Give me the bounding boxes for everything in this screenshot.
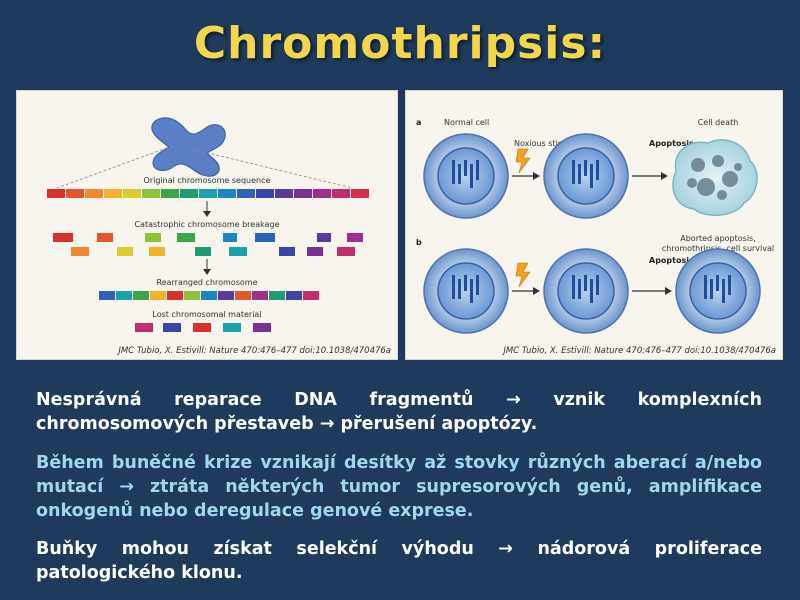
label-noxious-stimulus: Noxious stimulus	[514, 139, 582, 148]
arrow-b2	[632, 287, 672, 295]
fragment	[53, 233, 73, 242]
label-breakage: Catastrophic chromosome breakage	[134, 220, 279, 229]
fragment	[317, 233, 331, 242]
sequence-segment	[104, 189, 122, 198]
label-a: a	[416, 118, 421, 127]
dead-cell	[672, 139, 758, 216]
fragment	[145, 233, 161, 242]
chromosome-breakage-figure: Original chromosome sequence Catastrophi…	[16, 90, 398, 360]
lost-fragments	[135, 323, 271, 332]
label-apoptosis-a: Apoptosis	[649, 139, 694, 148]
sequence-segment	[142, 189, 160, 198]
original-sequence-bar	[47, 189, 369, 198]
sequence-segment	[161, 189, 179, 198]
sequence-segment	[313, 189, 331, 198]
apoptosis-diagram: a Normal cell Noxious stimulus Apoptosis…	[416, 118, 774, 334]
label-original: Original chromosome sequence	[144, 176, 271, 185]
normal-cell-b	[423, 248, 509, 334]
left-figure-credit: JMC Tubio, X. Estivill: Nature 470:476–4…	[118, 346, 391, 356]
arrow-a1	[512, 172, 540, 180]
paragraph-1: Nesprávná reparace DNA fragmentů → vznik…	[36, 390, 762, 434]
fragment	[347, 233, 363, 242]
label-normal-cell: Normal cell	[444, 118, 489, 127]
fragment	[223, 233, 237, 242]
lost-fragment	[253, 323, 271, 332]
lost-fragment	[223, 323, 241, 332]
label-aborted-1: Aborted apoptosis,	[680, 234, 756, 243]
fragment	[279, 247, 295, 256]
fragment	[337, 247, 355, 256]
sequence-segment	[256, 189, 274, 198]
sequence-segment	[123, 189, 141, 198]
fragment	[229, 247, 247, 256]
label-rearranged: Rearranged chromosome	[157, 278, 258, 287]
sequence-segment	[85, 189, 103, 198]
paragraph-3: Buňky mohou získat selekční výhodu → nád…	[36, 539, 762, 583]
label-apoptosis-b: Apoptosis	[649, 256, 694, 265]
rearranged-segment	[252, 291, 268, 300]
stressed-cell-b	[543, 248, 629, 334]
stressed-cell-a	[543, 133, 629, 219]
lightning-icon	[515, 262, 531, 288]
surviving-cell-b	[675, 248, 761, 334]
sequence-segment	[294, 189, 312, 198]
rearranged-segment	[184, 291, 200, 300]
apoptosis-figure: a Normal cell Noxious stimulus Apoptosis…	[405, 90, 783, 360]
sequence-segment	[47, 189, 65, 198]
rearranged-bar	[99, 291, 319, 300]
arrow-a2	[632, 172, 668, 180]
lost-fragment	[135, 323, 153, 332]
rearranged-segment	[167, 291, 183, 300]
lightning-icon	[515, 148, 531, 174]
rearranged-segment	[303, 291, 319, 300]
sequence-segment	[275, 189, 293, 198]
fragment	[195, 247, 211, 256]
fragment	[177, 233, 195, 242]
slide-title: Chromothripsis:	[193, 18, 607, 69]
rearranged-segment	[133, 291, 149, 300]
label-lost: Lost chromosomal material	[152, 310, 261, 319]
arrow-b1	[512, 287, 540, 295]
sequence-segment	[237, 189, 255, 198]
fragment	[255, 233, 275, 242]
chromosome-icon	[151, 117, 226, 177]
paragraph-2: Během buněčné krize vznikají desítky až …	[36, 453, 762, 521]
rearranged-segment	[99, 291, 115, 300]
rearranged-segment	[235, 291, 251, 300]
rearranged-segment	[150, 291, 166, 300]
chromosome-diagram: Original chromosome sequence Catastrophi…	[47, 117, 369, 332]
broken-fragments	[53, 233, 363, 256]
rearranged-segment	[218, 291, 234, 300]
fragment	[117, 247, 133, 256]
sequence-segment	[199, 189, 217, 198]
fragment	[307, 247, 323, 256]
fragment	[149, 247, 165, 256]
sequence-segment	[180, 189, 198, 198]
rearranged-segment	[116, 291, 132, 300]
sequence-segment	[218, 189, 236, 198]
sequence-segment	[332, 189, 350, 198]
sequence-segment	[66, 189, 84, 198]
sequence-segment	[351, 189, 369, 198]
lost-fragment	[163, 323, 181, 332]
fragment	[71, 247, 89, 256]
rearranged-segment	[201, 291, 217, 300]
rearranged-segment	[269, 291, 285, 300]
label-cell-death: Cell death	[698, 118, 739, 127]
normal-cell-a	[423, 133, 509, 219]
rearranged-segment	[286, 291, 302, 300]
fragment	[97, 233, 113, 242]
right-figure-credit: JMC Tubio, X. Estivill: Nature 470:476–4…	[503, 346, 776, 356]
lost-fragment	[193, 323, 211, 332]
label-b: b	[416, 238, 422, 247]
